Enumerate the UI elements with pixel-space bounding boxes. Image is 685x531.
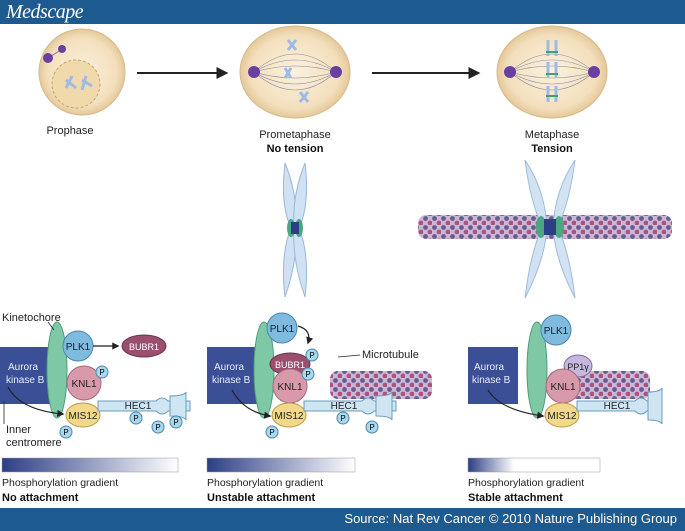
phospho-marker: P [309,351,314,360]
panel-title-no-attachment: No attachment [2,492,79,504]
bubr1-label: BUBR1 [275,360,305,370]
source-credit: Source: Nat Rev Cancer © 2010 Nature Pub… [344,511,677,526]
prometaphase-label: Prometaphase [259,129,331,141]
phospho-marker: P [133,414,138,423]
tension-label: Tension [531,143,573,155]
header-bar: Medscape [0,0,685,24]
prophase-label: Prophase [46,125,93,137]
pp1-label: PP1γ [567,362,589,372]
inner-label: Inner [6,424,31,436]
panel-unstable-attachment: Microtubule Aurora kinase B PLK1 BUBR1 K… [206,312,432,504]
knl1-label: KNL1 [277,382,302,393]
hec1-label: HEC1 [331,401,358,412]
chromosome-tension [524,159,576,299]
mitosis-diagram: Prophase Prometaphase No tension Metapha… [0,25,672,504]
phospho-marker: P [99,368,104,377]
plk1-label: PLK1 [270,324,295,335]
bubr1-label: BUBR1 [129,342,159,352]
aurora-label: Aurora [474,362,504,373]
plk1-label: PLK1 [66,342,91,353]
hec1-label: HEC1 [604,401,631,412]
mis12-label: MIS12 [548,411,577,422]
gradient-label: Phosphorylation gradient [2,477,118,489]
chromosome-no-tension [282,162,308,298]
kinetochore-plate [46,321,68,419]
aurora-kinase-b-box [468,347,518,404]
footer-bar: Source: Nat Rev Cancer © 2010 Nature Pub… [0,508,685,531]
phospho-marker: P [173,418,178,427]
mis12-label: MIS12 [275,411,304,422]
phosphorylation-gradient-bar [1,457,179,473]
microtubule-segment [330,371,432,399]
centromere-label: centromere [6,437,62,449]
mis12-label: MIS12 [69,411,98,422]
phospho-marker: P [305,370,310,379]
aurora-label: Aurora [8,362,38,373]
metaphase-cell [496,25,608,119]
phospho-marker: P [155,423,160,432]
phospho-marker: P [63,428,68,437]
aurora-label: Aurora [214,362,244,373]
panel-no-attachment: Aurora kinase B PLK1 BUBR1 KNL1 MIS12 HE… [0,312,191,504]
panel-title-stable-attachment: Stable attachment [468,492,563,504]
prophase-cell [38,28,126,116]
panel-title-unstable-attachment: Unstable attachment [207,492,316,504]
prometaphase-cell [239,25,351,119]
aurora-label-2: kinase B [212,375,251,386]
phospho-marker: P [340,414,345,423]
no-tension-label: No tension [267,143,324,155]
metaphase-label: Metaphase [525,129,579,141]
aurora-label-2: kinase B [472,375,511,386]
phosphorylation-gradient-bar [467,457,601,473]
medscape-logo: Medscape [6,1,84,23]
gradient-label: Phosphorylation gradient [468,477,584,489]
aurora-label-2: kinase B [6,375,45,386]
knl1-label: KNL1 [71,379,96,390]
phospho-marker: P [369,423,374,432]
kinetochore-label: Kinetochore [2,312,61,324]
microtubule-label: Microtubule [362,349,419,361]
panel-stable-attachment: Aurora kinase B PLK1 PP1γ KNL1 MIS12 HEC… [467,314,663,504]
phosphorylation-gradient-bar [206,457,356,473]
phospho-marker: P [269,428,274,437]
knl1-label: KNL1 [550,382,575,393]
hec1-label: HEC1 [125,401,152,412]
gradient-label: Phosphorylation gradient [207,477,323,489]
plk1-label: PLK1 [544,326,569,337]
